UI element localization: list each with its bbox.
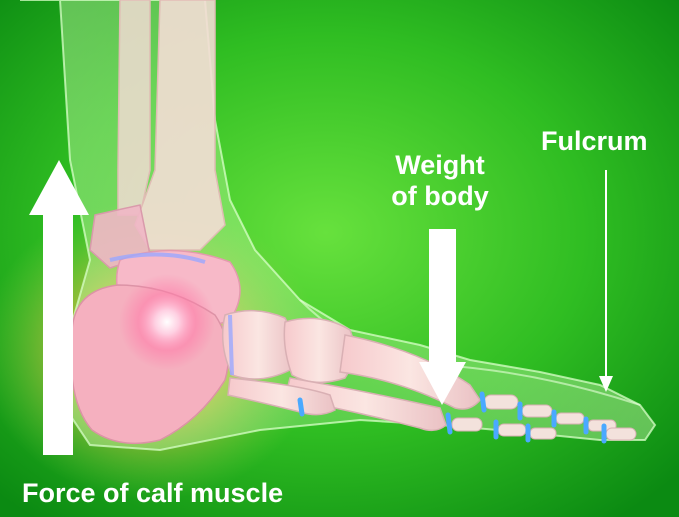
ankle-joint-glow	[119, 274, 215, 370]
force-of-calf-muscle-label: Force of calf muscle	[22, 478, 283, 509]
weight-of-body-label: Weight of body	[388, 150, 492, 212]
weight-label-line2: of body	[388, 181, 492, 212]
weight-label-line1: Weight	[388, 150, 492, 181]
fibula-bone	[118, 0, 150, 215]
fulcrum-label: Fulcrum	[541, 126, 648, 157]
